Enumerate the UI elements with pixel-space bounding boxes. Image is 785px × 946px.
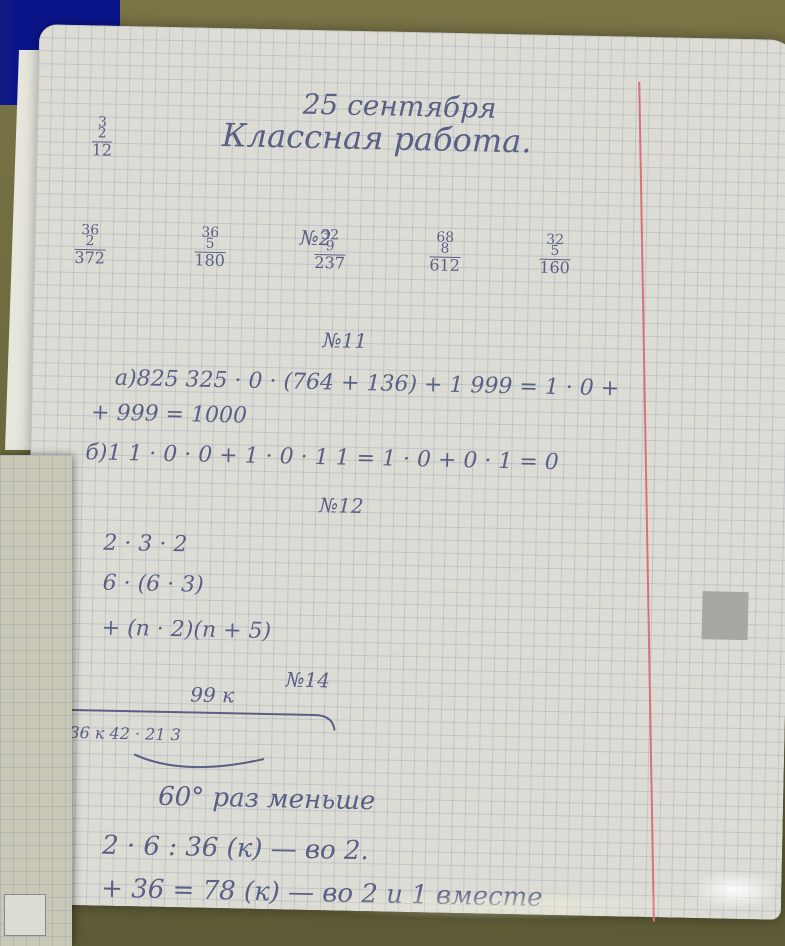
task-14-diagram <box>64 708 336 769</box>
task-11-line-a: а)825 325 · 0 · (764 + 136) + 1 999 = 1 … <box>114 365 620 402</box>
task-12-line-2: 6 · (6 · 3) <box>102 570 204 598</box>
class-work-title: Классная работа. <box>221 115 532 161</box>
task-11-heading: №11 <box>322 328 368 354</box>
task-14-labels: 36 к 42 · 21 3 <box>69 722 181 745</box>
task-14-note: 60° раз меньше <box>157 781 376 817</box>
task-14-calc-1: 2 · 6 : 36 (к) — во 2. <box>101 830 370 867</box>
task-12-line-3: + (n · 2)(n + 5) <box>101 615 272 645</box>
page-corner-box <box>4 894 46 936</box>
task-12-line-1: 2 · 3 · 2 <box>103 530 188 558</box>
light-glare-bottom <box>300 890 720 920</box>
notebook-page: 25 сентября Классная работа. 3 2 12 №2 3… <box>20 24 785 922</box>
margin-line <box>638 81 655 922</box>
multiplication-top: 3 2 12 <box>91 114 113 160</box>
task-11-line-a-cont: + 999 = 1000 <box>90 400 248 429</box>
task-12-heading: №12 <box>319 493 364 519</box>
task-11-line-b: б)1 1 · 0 · 0 + 1 · 0 · 1 1 = 1 · 0 + 0 … <box>85 440 560 476</box>
second-notebook-edge <box>0 455 72 946</box>
gray-square <box>701 591 749 641</box>
